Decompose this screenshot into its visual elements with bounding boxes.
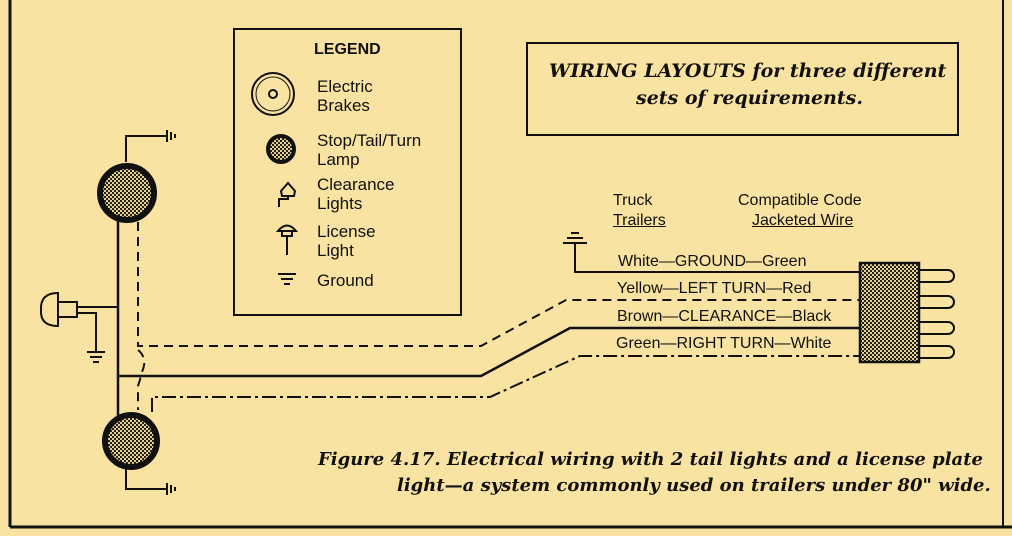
legend-electric-brakes-line1: Electric <box>317 77 373 96</box>
clearance-lights-icon <box>278 181 297 207</box>
truck-header-line1: Truck <box>613 192 653 209</box>
ground-symbol-connector <box>563 232 587 244</box>
caption-line1: Figure 4.17. Electrical wiring with 2 ta… <box>318 449 983 470</box>
truck-header-line2: Trailers <box>613 212 666 229</box>
legend-title: LEGEND <box>314 41 381 58</box>
legend-license-line1: License <box>317 222 376 241</box>
legend-clearance-line1: Clearance <box>317 175 395 194</box>
license-light <box>39 291 118 363</box>
legend-electric-brakes-line2: Brakes <box>317 96 370 115</box>
tail-lamp-bottom <box>102 412 160 470</box>
legend-ground: Ground <box>317 271 374 290</box>
connector-pins <box>919 269 955 359</box>
wire-label-ground: White—GROUND—Green <box>618 253 807 270</box>
electric-brakes-icon <box>251 72 295 116</box>
code-header-line2: Jacketed Wire <box>752 212 854 229</box>
legend-lamp-line2: Lamp <box>317 150 360 169</box>
license-light-icon <box>275 224 299 255</box>
tail-lamp-top <box>97 163 157 223</box>
caption-line2: light—a system commonly used on trailers… <box>397 475 991 496</box>
wire-label-left-turn: Yellow—LEFT TURN—Red <box>617 280 812 297</box>
title-box <box>526 42 959 136</box>
code-header-line1: Compatible Code <box>738 192 862 209</box>
legend-lamp-line1: Stop/Tail/Turn <box>317 131 422 150</box>
ground-symbol-bottom <box>166 483 176 495</box>
ground-symbol-top <box>166 130 176 142</box>
wire-label-right-turn: Green—RIGHT TURN—White <box>616 335 832 352</box>
ground-icon <box>278 273 296 285</box>
legend-box <box>233 28 462 316</box>
legend-license-line2: Light <box>317 241 354 260</box>
title-line1: WIRING LAYOUTS for three different <box>549 60 947 82</box>
stop-tail-turn-lamp-icon <box>266 134 296 164</box>
connector-plug <box>858 261 921 364</box>
legend-clearance-line2: Lights <box>317 194 363 213</box>
title-line2: sets of requirements. <box>636 87 863 109</box>
wire-label-clearance: Brown—CLEARANCE—Black <box>617 308 832 325</box>
